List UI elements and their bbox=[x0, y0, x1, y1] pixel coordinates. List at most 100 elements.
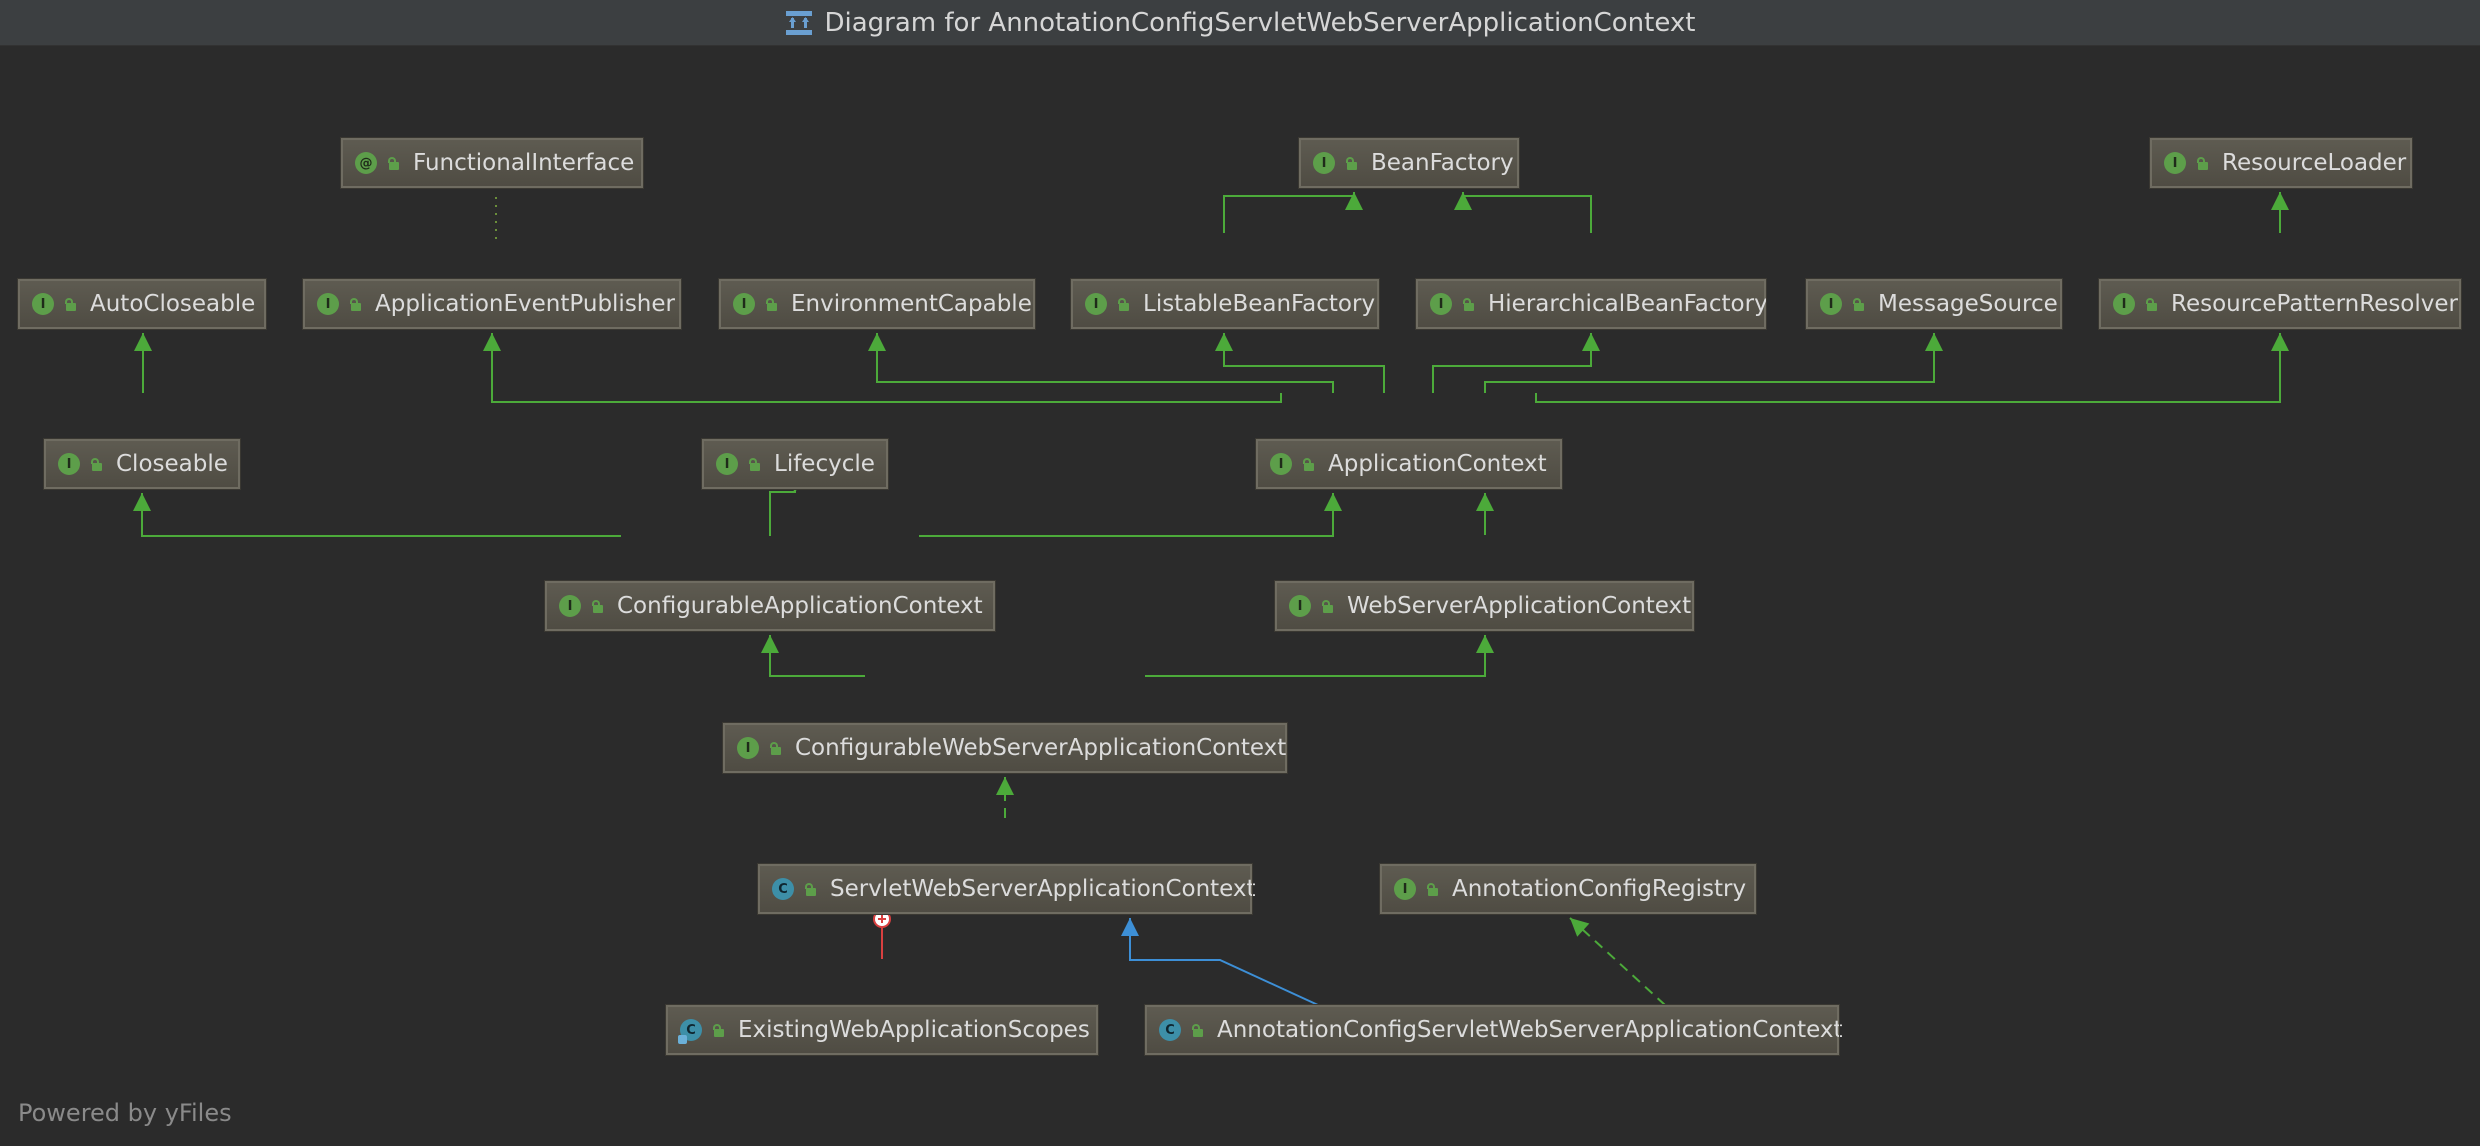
node-label: ResourceLoader bbox=[2222, 150, 2407, 176]
node-label: ApplicationEventPublisher bbox=[375, 291, 675, 317]
edge-acswsac-swsac-arrowhead bbox=[1121, 918, 1139, 936]
edge-acswsac-acr-arrowhead bbox=[1570, 918, 1590, 937]
lock-icon bbox=[1426, 883, 1438, 896]
node-web-server-application-context[interactable]: I WebServerApplicationContext bbox=[1274, 580, 1695, 632]
node-label: AnnotationConfigRegistry bbox=[1452, 876, 1747, 902]
lock-icon bbox=[1345, 157, 1357, 170]
node-label: HierarchicalBeanFactory bbox=[1488, 291, 1768, 317]
node-label: ListableBeanFactory bbox=[1143, 291, 1376, 317]
edge-ac-environment-arrowhead bbox=[868, 333, 886, 351]
node-message-source[interactable]: I MessageSource bbox=[1805, 278, 2063, 330]
class-diagram-icon bbox=[785, 9, 813, 37]
node-label: BeanFactory bbox=[1371, 150, 1514, 176]
lock-icon bbox=[591, 600, 603, 613]
interface-badge-icon: I bbox=[559, 595, 581, 617]
lock-icon bbox=[90, 458, 102, 471]
node-closeable[interactable]: I Closeable bbox=[43, 438, 241, 490]
edge-cwsac-cac bbox=[769, 635, 865, 677]
edge-acswsac-acr bbox=[1569, 917, 1666, 1006]
edge-ac-hierarchical bbox=[1432, 333, 1592, 393]
lock-icon bbox=[349, 298, 361, 311]
edge-ac-hierarchical-arrowhead bbox=[1582, 333, 1600, 351]
node-servlet-web-server-application-context[interactable]: C ServletWebServerApplicationContext bbox=[757, 863, 1256, 915]
node-annotation-config-registry[interactable]: I AnnotationConfigRegistry bbox=[1379, 863, 1757, 915]
inner-class-badge-icon: C bbox=[678, 1019, 702, 1044]
inner-class-marker-icon bbox=[873, 910, 891, 928]
title-bar: Diagram for AnnotationConfigServletWebSe… bbox=[0, 0, 2480, 46]
edge-listable-beanfactory bbox=[1223, 192, 1355, 233]
node-label: ResourcePatternResolver bbox=[2171, 291, 2458, 317]
edge-acswsac-swsac bbox=[1129, 918, 1319, 1006]
edge-rpr-resourceloader-arrowhead bbox=[2271, 192, 2289, 210]
edge-ac-listable-arrowhead bbox=[1215, 333, 1233, 351]
lock-icon bbox=[804, 883, 816, 896]
edge-cwsac-wsac bbox=[1145, 635, 1486, 677]
lock-icon bbox=[1302, 458, 1314, 471]
lock-icon bbox=[765, 298, 777, 311]
edge-swsac-cwsac-arrowhead bbox=[996, 777, 1014, 795]
node-configurable-web-server-application-context[interactable]: I ConfigurableWebServerApplicationContex… bbox=[722, 722, 1288, 774]
lock-icon bbox=[2196, 157, 2208, 170]
node-label: AutoCloseable bbox=[90, 291, 256, 317]
window-title: Diagram for AnnotationConfigServletWebSe… bbox=[824, 7, 1696, 38]
edge-ac-rpr-arrowhead bbox=[2271, 333, 2289, 351]
diagram-edges bbox=[133, 192, 2289, 1006]
edge-wsac-ac-arrowhead bbox=[1476, 493, 1494, 511]
edge-cwsac-cac-arrowhead bbox=[761, 635, 779, 653]
interface-badge-icon: I bbox=[58, 453, 80, 475]
interface-badge-icon: I bbox=[1394, 878, 1416, 900]
node-listable-bean-factory[interactable]: I ListableBeanFactory bbox=[1070, 278, 1380, 330]
node-label: Closeable bbox=[116, 451, 228, 477]
edge-cac-closeable bbox=[141, 493, 621, 537]
edge-hierarchical-beanfactory bbox=[1462, 192, 1592, 233]
diagram-canvas[interactable]: @ FunctionalInterface I BeanFactory I Re… bbox=[0, 46, 2480, 1146]
node-label: WebServerApplicationContext bbox=[1347, 593, 1692, 619]
node-label: ServletWebServerApplicationContext bbox=[830, 876, 1256, 902]
node-environment-capable[interactable]: I EnvironmentCapable bbox=[718, 278, 1036, 330]
interface-badge-icon: I bbox=[1270, 453, 1292, 475]
node-annotation-config-servlet-web-server-application-context[interactable]: C AnnotationConfigServletWebServerApplic… bbox=[1144, 1004, 1843, 1056]
edge-cac-closeable-arrowhead bbox=[133, 493, 151, 511]
node-label: ConfigurableWebServerApplicationContext bbox=[795, 735, 1287, 761]
node-functional-interface[interactable]: @ FunctionalInterface bbox=[340, 137, 644, 189]
interface-badge-icon: I bbox=[716, 453, 738, 475]
node-hierarchical-bean-factory[interactable]: I HierarchicalBeanFactory bbox=[1415, 278, 1768, 330]
node-existing-web-application-scopes[interactable]: C ExistingWebApplicationScopes bbox=[665, 1004, 1099, 1056]
edge-cac-lifecycle bbox=[769, 491, 796, 536]
edge-ac-aep bbox=[491, 333, 1282, 403]
lock-icon bbox=[64, 298, 76, 311]
node-label: EnvironmentCapable bbox=[791, 291, 1032, 317]
node-label: Lifecycle bbox=[774, 451, 875, 477]
edge-ac-aep-arrowhead bbox=[483, 333, 501, 351]
lock-icon bbox=[387, 157, 399, 170]
node-resource-loader[interactable]: I ResourceLoader bbox=[2149, 137, 2413, 189]
edge-cac-ac bbox=[919, 493, 1334, 537]
node-label: AnnotationConfigServletWebServerApplicat… bbox=[1217, 1017, 1843, 1043]
node-label: ConfigurableApplicationContext bbox=[617, 593, 983, 619]
edge-listable-beanfactory-arrowhead bbox=[1345, 192, 1363, 210]
interface-badge-icon: I bbox=[317, 293, 339, 315]
lock-icon bbox=[748, 458, 760, 471]
edge-cac-ac-arrowhead bbox=[1324, 493, 1342, 511]
node-label: ExistingWebApplicationScopes bbox=[738, 1017, 1090, 1043]
node-application-event-publisher[interactable]: I ApplicationEventPublisher bbox=[302, 278, 682, 330]
node-application-context[interactable]: I ApplicationContext bbox=[1255, 438, 1563, 490]
interface-badge-icon: I bbox=[733, 293, 755, 315]
node-auto-closeable[interactable]: I AutoCloseable bbox=[17, 278, 267, 330]
interface-badge-icon: I bbox=[2113, 293, 2135, 315]
interface-badge-icon: I bbox=[32, 293, 54, 315]
lock-icon bbox=[2145, 298, 2157, 311]
footer-powered-by: Powered by yFiles bbox=[18, 1099, 232, 1127]
edge-ac-messagesource-arrowhead bbox=[1925, 333, 1943, 351]
lock-icon bbox=[1191, 1024, 1203, 1037]
interface-badge-icon: I bbox=[1289, 595, 1311, 617]
interface-badge-icon: I bbox=[1820, 293, 1842, 315]
edge-ac-messagesource bbox=[1484, 333, 1935, 393]
node-label: MessageSource bbox=[1878, 291, 2058, 317]
lock-icon bbox=[1462, 298, 1474, 311]
node-bean-factory[interactable]: I BeanFactory bbox=[1298, 137, 1520, 189]
node-resource-pattern-resolver[interactable]: I ResourcePatternResolver bbox=[2098, 278, 2462, 330]
node-lifecycle[interactable]: I Lifecycle bbox=[701, 438, 889, 490]
interface-badge-icon: I bbox=[2164, 152, 2186, 174]
node-configurable-application-context[interactable]: I ConfigurableApplicationContext bbox=[544, 580, 996, 632]
